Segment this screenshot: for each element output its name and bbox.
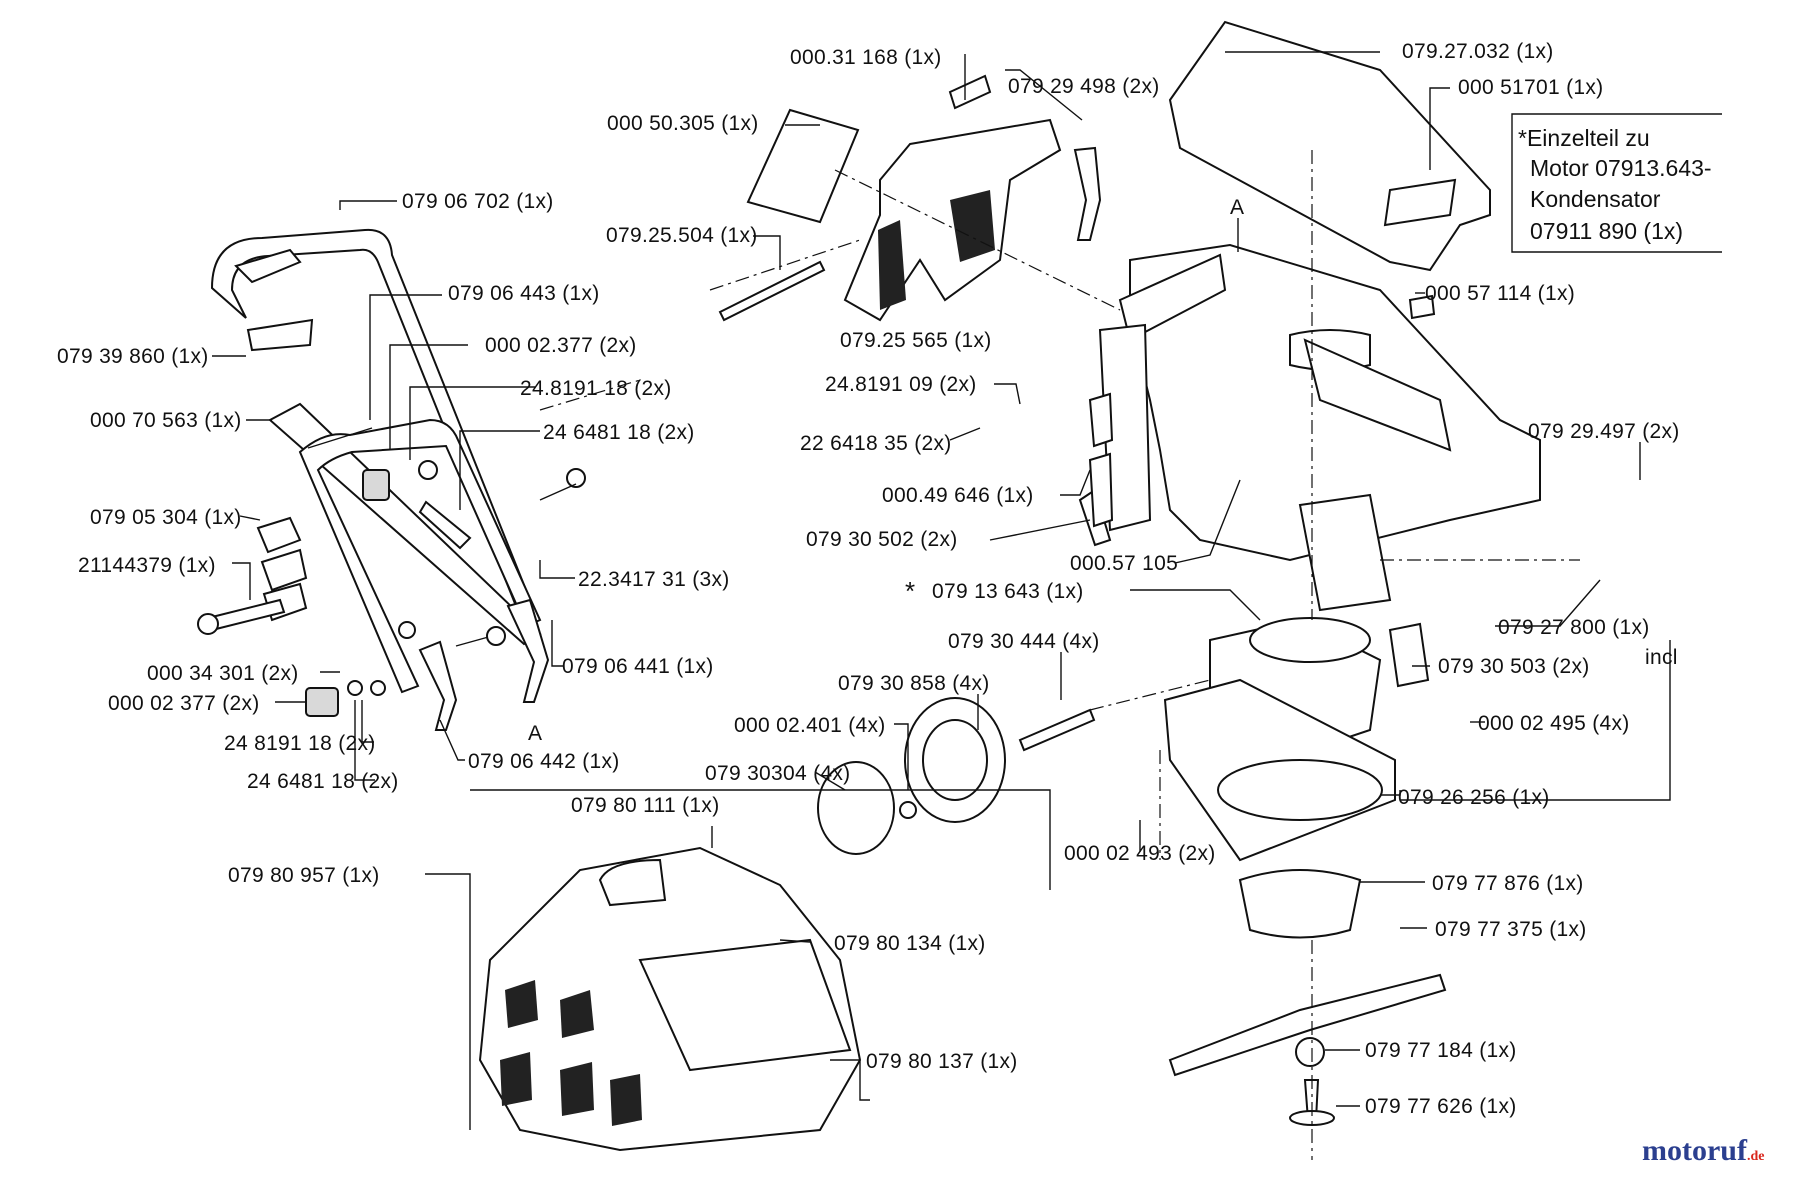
grass-catcher <box>478 846 862 1152</box>
part-label: 000 02 377 (2x) <box>108 692 260 715</box>
part-label: 22.3417 31 (3x) <box>578 568 730 591</box>
part-label: 000 02 493 (2x) <box>1064 842 1216 865</box>
part-label: 079 06 443 (1x) <box>448 282 600 305</box>
leader-lines <box>212 51 1671 1130</box>
section-marker-a-bottom: A <box>528 722 542 745</box>
knob-bottom <box>305 687 339 717</box>
part-label: 000.57 105 <box>1070 552 1178 575</box>
part-label: 079 26 256 (1x) <box>1398 786 1550 809</box>
part-label: 079 13 643 (1x) <box>932 580 1084 603</box>
note-line: Kondensator <box>1530 186 1661 212</box>
part-label: 000 57 114 (1x) <box>1425 282 1575 305</box>
part-label: 24 8191 18 (2x) <box>224 732 376 755</box>
part-label: 079 77 184 (1x) <box>1365 1039 1517 1062</box>
part-label: 079 80 137 (1x) <box>866 1050 1018 1073</box>
part-label: 079 39 860 (1x) <box>57 345 209 368</box>
part-label: 079.27.032 (1x) <box>1402 40 1554 63</box>
part-label: 24 6481 18 (2x) <box>247 770 399 793</box>
part-label: 24.8191 09 (2x) <box>825 373 977 396</box>
rear-flap-assembly <box>718 74 1102 322</box>
part-label: 000 02.401 (4x) <box>734 714 886 737</box>
part-label: 000.31 168 (1x) <box>790 46 942 69</box>
part-label: 24 6481 18 (2x) <box>543 421 695 444</box>
part-label: 079 30 503 (2x) <box>1438 655 1590 678</box>
note-line: Motor 07913.643- <box>1530 155 1712 181</box>
part-label: 079 05 304 (1x) <box>90 506 242 529</box>
part-label: 079 77 375 (1x) <box>1435 918 1587 941</box>
part-label: 079.25 565 (1x) <box>840 329 992 352</box>
part-label: 000 50.305 (1x) <box>607 112 759 135</box>
motor-note-box: *Einzelteil zu Motor 07913.643- Kondensa… <box>1511 113 1722 253</box>
knob-top <box>362 469 390 501</box>
part-label: 079 29.497 (2x) <box>1528 420 1680 443</box>
top-cover <box>1168 20 1491 320</box>
section-marker-a-top: A <box>1230 196 1244 219</box>
part-number-labels: 000.31 168 (1x) 079 29 498 (2x) 079.27.0… <box>57 40 1680 1118</box>
note-line: 07911 890 (1x) <box>1530 218 1683 244</box>
part-label: 079 30 502 (2x) <box>806 528 958 551</box>
part-label: 079 80 111 (1x) <box>571 794 720 817</box>
handle-assembly <box>197 228 586 731</box>
part-label: 079 77 626 (1x) <box>1365 1095 1517 1118</box>
part-label: 079 06 442 (1x) <box>468 750 620 773</box>
part-label: 000.49 646 (1x) <box>882 484 1034 507</box>
part-label: 24.8191 18 (2x) <box>520 377 672 400</box>
part-label: 079 30304 (4x) <box>705 762 850 785</box>
note-line: *Einzelteil zu <box>1518 125 1650 151</box>
part-label: 21144379 (1x) <box>78 554 216 577</box>
motor-assembly <box>1163 617 1447 1126</box>
incl-marker: incl <box>1645 646 1678 669</box>
watermark-main: motoruf <box>1642 1134 1748 1167</box>
part-label: 000 02 495 (4x) <box>1478 712 1630 735</box>
part-label: 000 02.377 (2x) <box>485 334 637 357</box>
wheel-assembly <box>817 697 1096 855</box>
part-label: 079 06 441 (1x) <box>562 655 714 678</box>
star-marker: * <box>905 576 915 606</box>
part-label: 079 27 800 (1x) <box>1498 616 1650 639</box>
part-label: 079 30 444 (4x) <box>948 630 1100 653</box>
part-label: 22 6418 35 (2x) <box>800 432 952 455</box>
part-label: 079 80 134 (1x) <box>834 932 986 955</box>
part-label: 000 34 301 (2x) <box>147 662 299 685</box>
part-label: 000 70 563 (1x) <box>90 409 242 432</box>
part-label: 079 29 498 (2x) <box>1008 75 1160 98</box>
watermark-logo: motoruf.de <box>1642 1134 1764 1167</box>
part-label: 000 51701 (1x) <box>1458 76 1603 99</box>
part-label: 079 80 957 (1x) <box>228 864 380 887</box>
center-lines <box>539 150 1580 1160</box>
watermark-suffix: .de <box>1747 1149 1765 1164</box>
part-label: 079.25.504 (1x) <box>606 224 758 247</box>
mower-housing <box>1078 243 1541 612</box>
part-label: 079 06 702 (1x) <box>402 190 554 213</box>
part-label: 079 30 858 (4x) <box>838 672 990 695</box>
part-label: 079 77 876 (1x) <box>1432 872 1584 895</box>
